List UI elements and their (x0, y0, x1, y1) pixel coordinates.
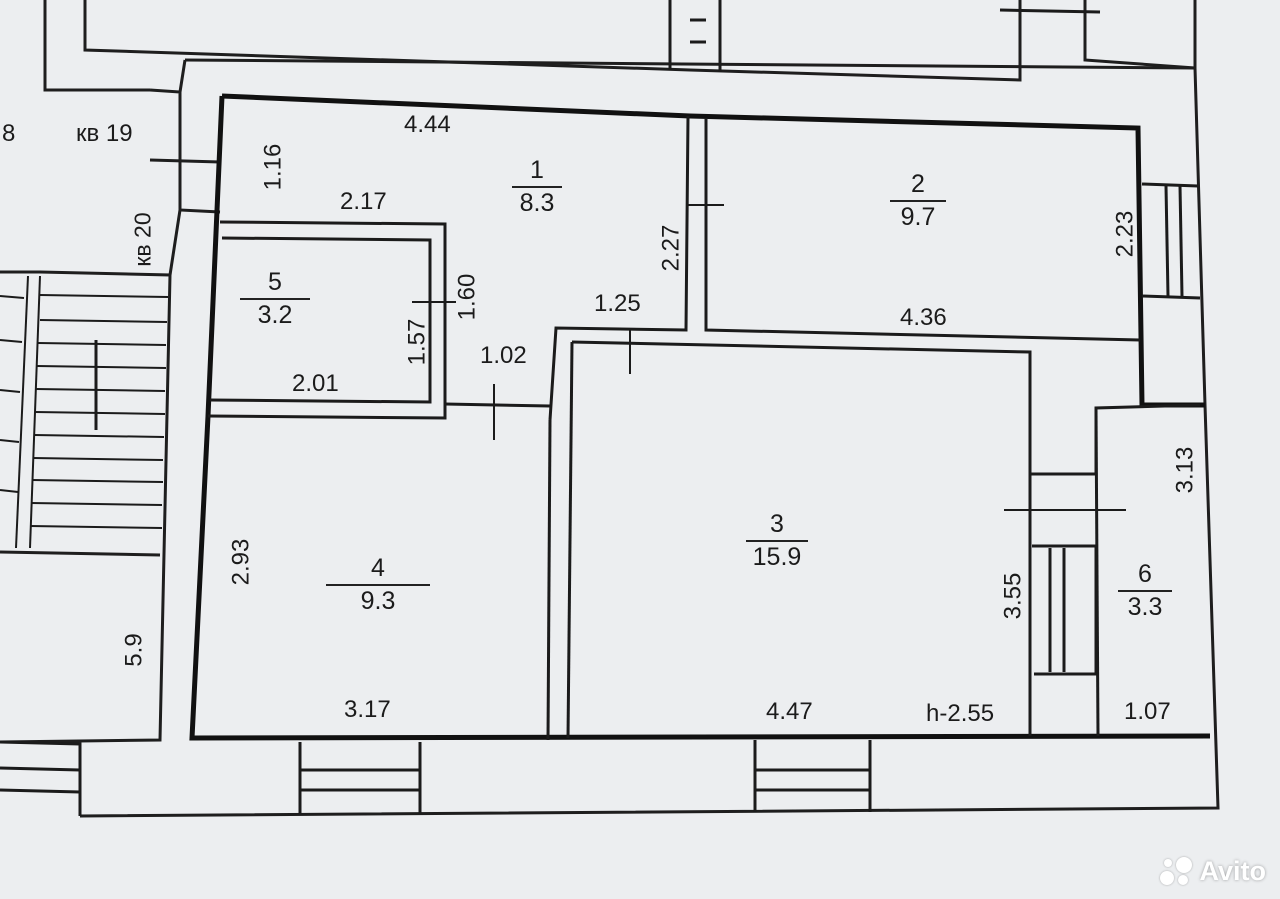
room-area: 9.3 (360, 587, 396, 615)
neighbor-apt-19-label: кв 19 (76, 120, 133, 147)
dimension-label: 1.02 (480, 342, 527, 369)
dimension-label: 3.55 (999, 572, 1027, 620)
avito-logo-icon (1159, 856, 1194, 887)
room-number: 2 (890, 172, 946, 202)
staircase-dimension-label: 5.9 (120, 633, 148, 667)
avito-watermark-text: Avito (1199, 856, 1267, 886)
dimension-label: 3.17 (344, 696, 391, 723)
room-number: 5 (240, 270, 310, 300)
dimension-label: 2.93 (227, 538, 255, 586)
dimension-label: 2.17 (340, 188, 387, 215)
dimension-label: 1.60 (453, 273, 481, 321)
room-number: 6 (1118, 562, 1172, 592)
room-4-label: 4 9.3 (326, 556, 430, 614)
dimension-label: 4.44 (404, 111, 451, 138)
room-area: 9.7 (900, 203, 936, 231)
room-3-label: 3 15.9 (746, 512, 808, 570)
room-number: 4 (326, 556, 430, 586)
dimension-label: 2.27 (657, 224, 685, 272)
room-2-label: 2 9.7 (890, 172, 946, 230)
room-6-label: 6 3.3 (1118, 562, 1172, 620)
neighbor-apt-20-label: кв 20 (129, 212, 156, 267)
room-area: 3.3 (1127, 593, 1163, 621)
dimension-label: 1.16 (259, 143, 287, 191)
room-number: 3 (746, 512, 808, 542)
dimension-label: 2.23 (1111, 210, 1139, 258)
dimension-label: 2.01 (292, 370, 339, 397)
room-area: 3.2 (257, 301, 293, 329)
neighbor-apt-18-label: 8 (2, 120, 16, 147)
room-area: 8.3 (519, 189, 555, 217)
room-number: 1 (512, 158, 562, 188)
room-area: 15.9 (752, 543, 802, 571)
room-5-label: 5 3.2 (240, 270, 310, 328)
avito-watermark: Avito (1159, 856, 1267, 887)
dimension-label: 1.25 (594, 290, 641, 317)
dimension-label: 4.36 (900, 304, 947, 331)
ceiling-height-label: h-2.55 (926, 700, 995, 727)
dimension-label: 1.07 (1124, 698, 1171, 725)
room-1-label: 1 8.3 (512, 158, 562, 216)
dimension-label: 3.13 (1171, 446, 1199, 494)
dimension-label: 1.57 (403, 318, 431, 366)
dimension-label: 4.47 (766, 698, 813, 725)
